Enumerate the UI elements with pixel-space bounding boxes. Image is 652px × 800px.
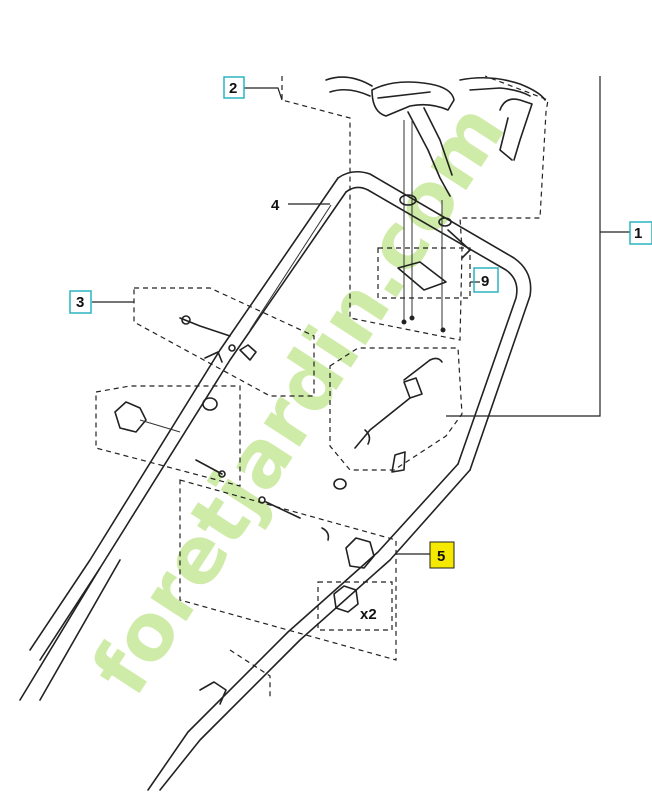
callout-1: 1 [629, 221, 652, 245]
callout-4-label: 4 [271, 197, 280, 214]
knob-lower-right [258, 478, 375, 569]
lever-bracket [499, 98, 533, 161]
callout-3-label: 3 [76, 294, 84, 311]
watermark: foretjardin.com [75, 89, 522, 711]
quantity-note-label: x2 [360, 606, 377, 623]
handle-tube [19, 170, 532, 791]
knob-upper-left [114, 397, 226, 478]
callout-4: 4 [271, 197, 280, 214]
watermark-text: foretjardin.com [75, 89, 522, 711]
cable-switch [354, 357, 443, 473]
callout-3: 3 [69, 290, 92, 314]
cable-clip-assembly [179, 315, 257, 363]
lower-bracket [199, 681, 227, 705]
callout-2-label: 2 [229, 80, 237, 97]
tube-clip [399, 194, 471, 259]
callout-9: 9 [473, 267, 499, 293]
knob-x2-icon [333, 585, 359, 613]
callout-2: 2 [223, 76, 245, 99]
plate-part [397, 261, 447, 291]
callout-1-label: 1 [634, 225, 642, 242]
leader-lines [92, 76, 630, 555]
quantity-note: x2 [360, 606, 377, 623]
callout-5: 5 [429, 541, 455, 569]
callout-9-label: 9 [481, 273, 489, 290]
callout-5-label: 5 [437, 548, 445, 565]
control-handle [325, 76, 546, 333]
group-outlines [95, 75, 549, 700]
